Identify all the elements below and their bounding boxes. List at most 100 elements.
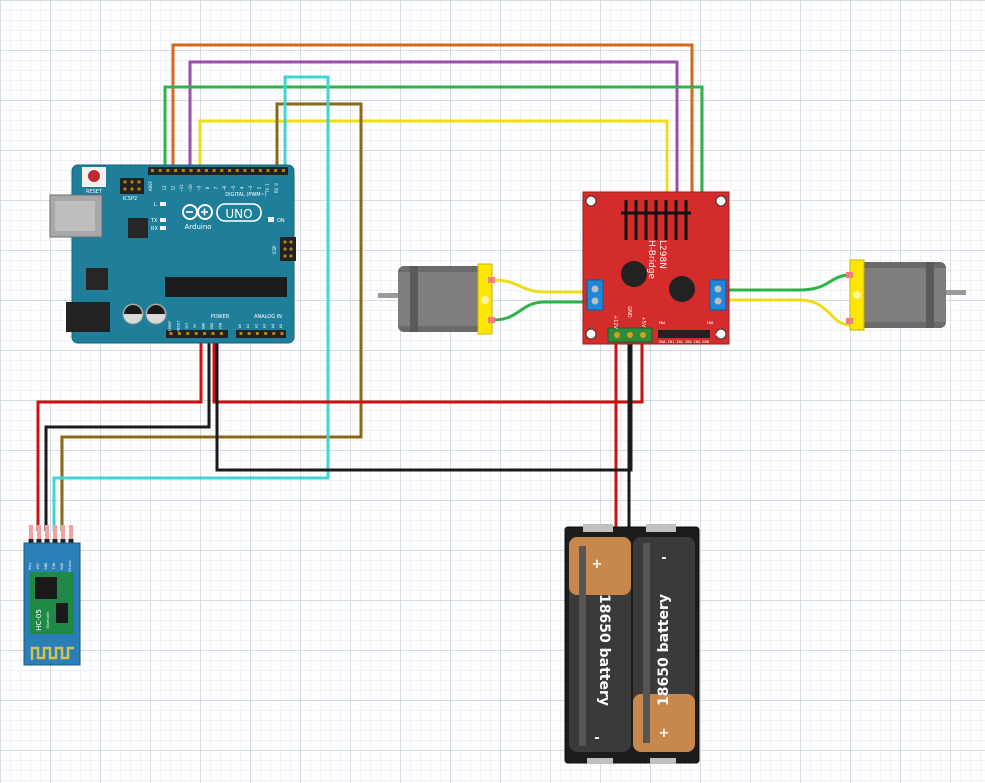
digital-pin-label: ~5 [231, 185, 236, 190]
capacitors [122, 303, 167, 325]
analog-header [236, 330, 286, 338]
digital-pin-label: 13 [162, 185, 167, 190]
bt-pin[interactable] [61, 525, 65, 539]
cell1-label: 18650 battery [596, 594, 612, 706]
wire-motor-left-yellow [492, 278, 590, 294]
analog-pin-label: A2 [254, 324, 258, 328]
rx-label: RX [151, 226, 158, 232]
power-pin-label: GND [210, 323, 214, 330]
analog-header-pin[interactable] [239, 332, 243, 335]
bt-pin[interactable] [37, 525, 41, 539]
terminal-right [709, 279, 727, 311]
icsp-label: ICSP [272, 245, 277, 255]
hb-ena-label: ENA [659, 321, 666, 325]
digital-header-pin[interactable] [258, 169, 262, 172]
digital-pin-label: TX 1 [265, 183, 270, 193]
l298n-hbridge: L298N H-Bridge +12V GND +5V ENA IN1 IN2 … [582, 191, 730, 345]
digital-header-pin[interactable] [274, 169, 278, 172]
usb-chip [128, 218, 148, 238]
bt-pin-label: VCC [35, 563, 40, 570]
uno-label: UNO [225, 207, 252, 221]
dc-motor-left [378, 263, 495, 335]
digital-header-pin[interactable] [189, 169, 193, 172]
digital-header-pin[interactable] [166, 169, 170, 172]
wire-orange [171, 43, 694, 336]
analog-header-pin[interactable] [272, 332, 276, 335]
analog-pin-label: A4 [271, 324, 275, 328]
power-header-pin[interactable] [219, 332, 223, 335]
wire-motor-right-yellow [720, 298, 851, 327]
hb-12v-label: +12V [612, 315, 618, 330]
hb-capacitor-1 [621, 261, 647, 287]
bt-pin-base [60, 539, 66, 545]
hb-5v-label: +5V [640, 317, 646, 328]
digital-header-pin[interactable] [235, 169, 239, 172]
on-label: ON [277, 218, 285, 224]
analog-header-pin[interactable] [255, 332, 259, 335]
digital-header-pin[interactable] [158, 169, 162, 172]
hb-5v-pin-label: 5V+ [715, 333, 722, 337]
digital-pin-label: 7 [214, 186, 219, 189]
digital-header-pin[interactable] [266, 169, 270, 172]
power-header-pin[interactable] [169, 332, 173, 335]
digital-header-pin[interactable] [197, 169, 201, 172]
analog-pin-label: A0 [238, 324, 242, 328]
power-pin-label: RESET [176, 320, 180, 332]
power-header-pin[interactable] [203, 332, 207, 335]
digital-pin-label: ~6 [222, 185, 227, 190]
digital-pin-label: ~9 [196, 185, 201, 190]
icsp2-header [120, 178, 144, 194]
bt-pin[interactable] [53, 525, 57, 539]
digital-header-pin[interactable] [281, 169, 285, 172]
dc-motor-right [846, 259, 966, 331]
digital-pin-label: 2 [257, 186, 262, 189]
dc-jack [66, 302, 110, 332]
power-header-pin[interactable] [211, 332, 215, 335]
heatsink [621, 200, 691, 240]
digital-header-pin[interactable] [151, 169, 154, 172]
analog-header-pin[interactable] [264, 332, 268, 335]
wire-black-gnd-bt [44, 335, 211, 531]
bt-antenna [30, 646, 74, 660]
analog-header-pin[interactable] [280, 332, 284, 335]
bt-pin-label: GND [43, 562, 48, 570]
digital-header-pin[interactable] [228, 169, 231, 172]
bt-pin[interactable] [29, 525, 33, 539]
arduino-logo [182, 203, 262, 222]
wire-red-5v-bt [36, 335, 203, 531]
wires [36, 43, 851, 531]
analog-pin-label: A5 [279, 324, 283, 328]
power-pin-label: VIN [218, 323, 222, 330]
digital-header-pin[interactable] [220, 169, 224, 172]
digital-pin-label: ~10 [188, 184, 193, 192]
digital-header [148, 167, 288, 175]
hb-control-pins: ENA IN1 IN2 IN3 IN4 ENB [659, 340, 709, 344]
bt-pin[interactable] [69, 525, 73, 539]
wire-cyan-tx [52, 75, 330, 531]
bt-pin-base [28, 539, 34, 545]
wire-black-gnd-hb [215, 335, 633, 472]
power-pin-label: GND [202, 323, 206, 330]
digital-header-pin[interactable] [174, 169, 178, 172]
power-header-pin[interactable] [194, 332, 198, 335]
digital-pin-label: 12 [171, 185, 176, 190]
power-pin-label: 3V3 [185, 323, 189, 330]
voltage-regulator [86, 268, 108, 290]
digital-header-pin[interactable] [204, 169, 208, 172]
digital-header-pin[interactable] [181, 169, 185, 172]
bt-model-label: HC-05 [35, 609, 43, 631]
bt-pin[interactable] [45, 525, 49, 539]
power-header-pin[interactable] [186, 332, 190, 335]
power-header-pin[interactable] [177, 332, 181, 335]
analog-header-pin[interactable] [247, 332, 251, 335]
power-pin-label: 5V [193, 323, 197, 328]
digital-header-pin[interactable] [251, 169, 255, 172]
hb-gnd-label: GND [626, 306, 632, 318]
cell2-label: 18650 battery [656, 594, 672, 706]
digital-label: DIGITAL (PWM~) [225, 192, 267, 198]
digital-header-pin[interactable] [212, 169, 216, 172]
digital-header-pin[interactable] [243, 169, 247, 172]
bt-pin-label: RXD [59, 562, 64, 570]
reset-label: RESET [86, 189, 103, 195]
